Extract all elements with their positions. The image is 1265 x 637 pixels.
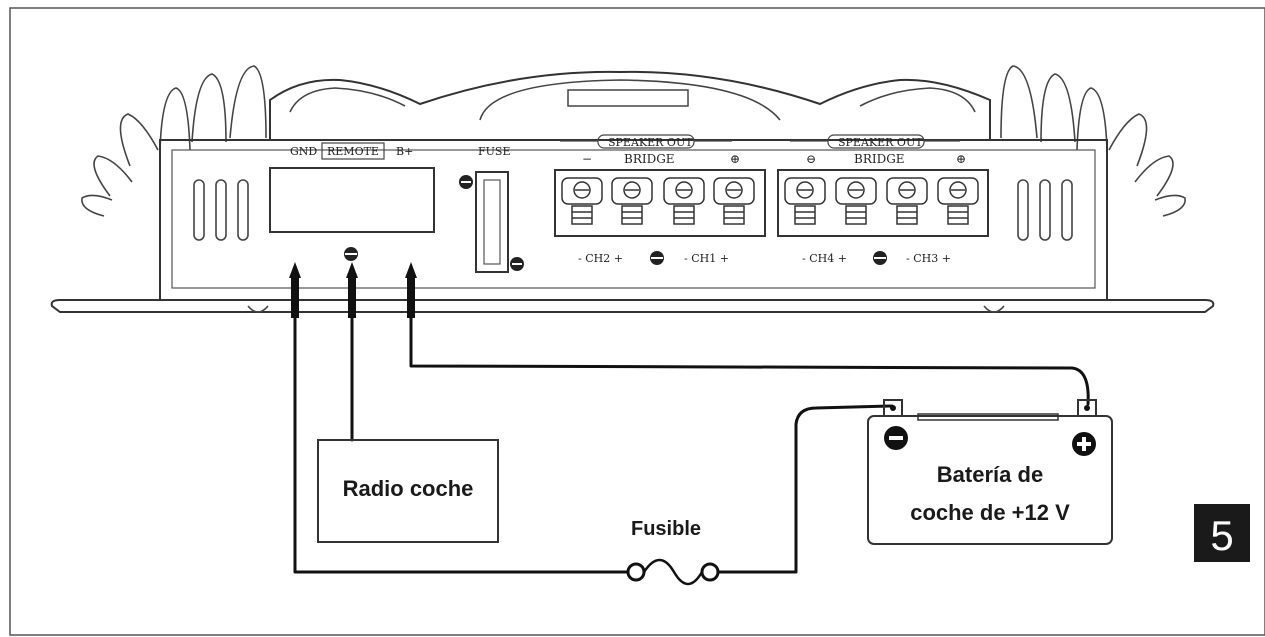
fuse-symbol-icon	[626, 558, 720, 586]
power-terminal-block	[269, 167, 435, 233]
negative-wire	[710, 404, 894, 574]
remote-label-box	[321, 142, 385, 160]
bplus-wire-arrow	[405, 262, 417, 278]
bridge-plus-label-2: ⊕	[956, 152, 966, 166]
battery-terminal-negative	[883, 399, 903, 417]
battery-terminal-positive	[1077, 399, 1097, 417]
battery-plus-icon	[1072, 432, 1096, 456]
mount-foot-right	[983, 305, 1005, 313]
bplus-label: B+	[396, 145, 413, 158]
amplifier-top-housing	[269, 70, 991, 140]
channel-label-ch1: - CH1 +	[684, 252, 729, 265]
gnd-wire	[293, 273, 634, 574]
bridge-label-2: BRIDGE	[854, 152, 905, 166]
figure-number: 5	[1210, 512, 1233, 559]
heatsink-fins-right	[1000, 65, 1186, 217]
top-handle-right	[859, 87, 976, 113]
speaker-out-label-2: SPEAKER OUT	[838, 136, 923, 149]
speaker-out-label-1: SPEAKER OUT	[608, 136, 693, 149]
remote-wire-arrow	[346, 262, 358, 278]
speaker-out-group-1: SPEAKER OUT BRIDGE − ⊕	[554, 134, 766, 237]
speaker-terminals	[561, 177, 979, 225]
battery-top-strip	[917, 413, 1059, 421]
speaker-terminal-block-1	[554, 169, 766, 237]
speaker-terminal	[835, 177, 877, 225]
figure-frame	[9, 7, 1265, 636]
fuse-component-label: Fusible	[631, 518, 701, 540]
gnd-wire-arrow	[289, 262, 301, 278]
radio-box	[317, 439, 499, 543]
ground-symbol-icon	[344, 247, 358, 261]
radio-label: Radio coche	[343, 476, 474, 501]
ground-symbol-icon	[650, 251, 664, 265]
top-handle-left	[289, 87, 406, 113]
channel-label-ch2: - CH2 +	[578, 252, 623, 265]
channel-label-ch3: - CH3 +	[906, 252, 951, 265]
figure-number-badge	[1194, 504, 1250, 562]
bridge-plus-label-1: ⊕	[730, 152, 740, 166]
bridge-label-1: BRIDGE	[624, 152, 675, 166]
battery-label-line1: Batería de	[937, 462, 1043, 487]
gnd-label: GND	[290, 145, 317, 158]
battery-minus-icon	[884, 426, 908, 450]
speaker-terminal	[561, 177, 603, 225]
mount-foot-left	[247, 305, 269, 313]
amplifier: GND REMOTE B+ FUSE SPEAKER OUT BRIDGE − …	[50, 65, 1215, 313]
vent-slots-left	[193, 179, 249, 241]
amplifier-front-panel	[159, 139, 1108, 301]
channel-label-ch4: - CH4 +	[802, 252, 847, 265]
remote-wire-sleeve	[348, 278, 356, 318]
remote-label: REMOTE	[327, 145, 379, 158]
ground-symbol-icon	[873, 251, 887, 265]
bridge-minus-label-2: ⊖	[806, 152, 816, 166]
bridge-minus-label-1: −	[582, 152, 592, 166]
fuse-holder	[475, 171, 509, 273]
fuse-label: FUSE	[478, 145, 510, 158]
speaker-terminal-block-2	[777, 169, 989, 237]
left-flange	[50, 140, 170, 313]
amplifier-inner-panel	[171, 149, 1096, 289]
speaker-terminal	[937, 177, 979, 225]
right-flange	[1097, 140, 1215, 313]
speaker-out-group-2: SPEAKER OUT BRIDGE ⊖ ⊕	[777, 134, 989, 237]
fuse-holder-inner	[483, 179, 501, 265]
top-center-bump	[479, 79, 781, 121]
vent-slots-right	[1017, 179, 1073, 241]
battery-label-line2: coche de +12 V	[910, 500, 1070, 525]
heatsink-fins-left	[81, 65, 267, 217]
speaker-terminal	[713, 177, 755, 225]
speaker-terminal	[886, 177, 928, 225]
speaker-terminal	[663, 177, 705, 225]
speaker-terminal	[611, 177, 653, 225]
top-label-plate	[567, 89, 689, 107]
gnd-wire-sleeve	[291, 278, 299, 318]
speaker-terminal	[784, 177, 826, 225]
car-battery: Batería de coche de +12 V	[867, 399, 1113, 545]
bplus-wire-sleeve	[407, 278, 415, 318]
bplus-wire	[409, 273, 1090, 406]
battery-body	[867, 415, 1113, 545]
